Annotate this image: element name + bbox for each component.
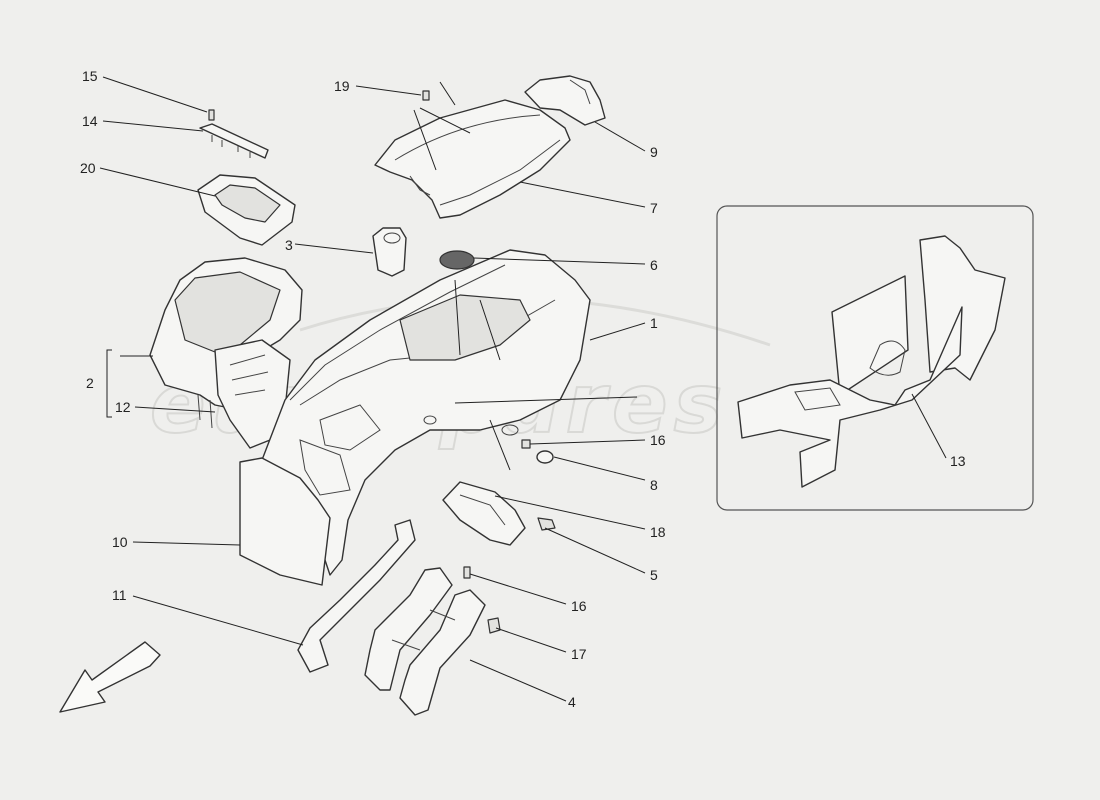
callout-19: 19 xyxy=(334,78,350,94)
callout-3: 3 xyxy=(285,237,293,253)
front-direction-arrow-icon xyxy=(59,641,161,713)
part-9-armrest-end-cap xyxy=(524,75,606,126)
callout-6: 6 xyxy=(650,257,658,273)
part-4-support-frame xyxy=(364,567,486,716)
part-2-front-console-module xyxy=(149,257,303,449)
callout-4: 4 xyxy=(568,694,576,710)
part-3-cup-insert xyxy=(372,227,407,277)
part-16-screw-upper xyxy=(521,439,531,449)
callout-2: 2 xyxy=(86,375,94,391)
part-11-air-duct xyxy=(297,519,416,673)
part-20-cupholder-bezel xyxy=(197,174,296,246)
part-14-trim-strip xyxy=(199,123,269,159)
inset-detail-box xyxy=(716,205,1034,511)
callout-16-upper: 16 xyxy=(650,432,666,448)
callout-8: 8 xyxy=(650,477,658,493)
callout-11: 11 xyxy=(112,587,127,603)
callout-7: 7 xyxy=(650,200,658,216)
part-10-front-panel xyxy=(239,457,331,586)
callout-17: 17 xyxy=(571,646,587,662)
part-7-armrest-lid xyxy=(374,99,571,219)
part-5-clip xyxy=(537,517,556,531)
callout-1: 1 xyxy=(650,315,658,331)
callout-18: 18 xyxy=(650,524,666,540)
part-19-screw xyxy=(422,90,430,101)
part-18-side-bracket xyxy=(442,481,526,546)
callout-labels: 15 14 20 19 9 7 3 6 1 2 12 16 8 18 5 10 … xyxy=(80,68,966,710)
callout-14: 14 xyxy=(82,113,98,129)
callout-15: 15 xyxy=(82,68,98,84)
part-6-disc xyxy=(439,250,475,270)
part-16-screw-lower xyxy=(463,566,471,579)
callout-5: 5 xyxy=(650,567,658,583)
part-8-plug xyxy=(536,450,554,464)
part-15-screw xyxy=(208,109,215,121)
callout-9: 9 xyxy=(650,144,658,160)
part-17-nut xyxy=(487,617,501,634)
callout-10: 10 xyxy=(112,534,128,550)
callout-20: 20 xyxy=(80,160,96,176)
callout-16-lower: 16 xyxy=(571,598,587,614)
leader-lines xyxy=(99,76,947,702)
callout-13: 13 xyxy=(950,453,966,469)
part-13-carpet xyxy=(737,235,1006,488)
callout-12: 12 xyxy=(115,399,131,415)
